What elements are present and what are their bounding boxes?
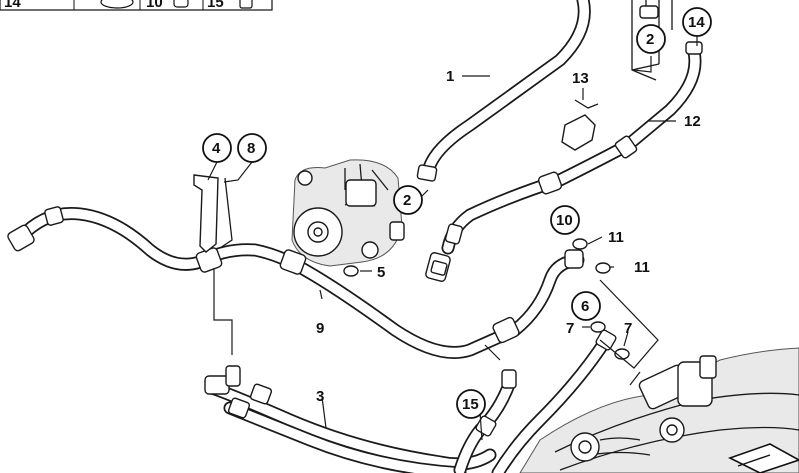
callout-12: 12	[684, 113, 701, 130]
bracket-4	[193, 174, 233, 253]
legend-label-10: 10	[146, 0, 163, 11]
leader-lines	[207, 36, 698, 441]
circled-callouts: 2 14 4 8 2 10 6 15	[202, 7, 712, 419]
callout-2-mid: 2	[403, 192, 411, 209]
o-rings	[343, 238, 630, 360]
legend-cap-icon	[100, 0, 134, 9]
callout-13: 13	[572, 70, 589, 87]
callout-3: 3	[316, 388, 324, 405]
line-3	[204, 365, 497, 473]
legend-label-14: 14	[4, 0, 21, 11]
callout-8: 8	[247, 140, 255, 157]
callout-6: 6	[581, 298, 589, 315]
pressure-line-lower	[453, 329, 617, 473]
reservoir-outline	[631, 0, 673, 81]
callout-9: 9	[316, 320, 324, 337]
callout-5: 5	[377, 264, 385, 281]
callout-1: 1	[446, 68, 454, 85]
callout-4: 4	[212, 140, 221, 157]
legend-clamp-icon	[173, 0, 189, 8]
callout-7b: 7	[624, 320, 632, 337]
callout-14: 14	[688, 14, 705, 31]
next-page-icon[interactable]	[727, 443, 799, 473]
callout-11b: 11	[634, 259, 650, 276]
hose-12	[425, 41, 703, 282]
callout-7a: 7	[566, 320, 574, 337]
line-9	[7, 206, 585, 359]
legend-label-15: 15	[207, 0, 224, 11]
callout-11a: 11	[608, 229, 624, 246]
hose-1	[416, 0, 591, 182]
legend-strip: 14 10 15	[0, 0, 273, 11]
callout-2-top: 2	[646, 31, 654, 48]
steering-pump	[291, 159, 405, 267]
callouts: 1 13 12 5 9 11 11 7 7 3	[316, 68, 701, 405]
callout-15: 15	[462, 396, 479, 413]
callout-10: 10	[556, 212, 573, 229]
legend-sleeve-icon	[239, 0, 253, 9]
steering-gear	[519, 347, 799, 473]
clamp-13	[561, 99, 599, 151]
